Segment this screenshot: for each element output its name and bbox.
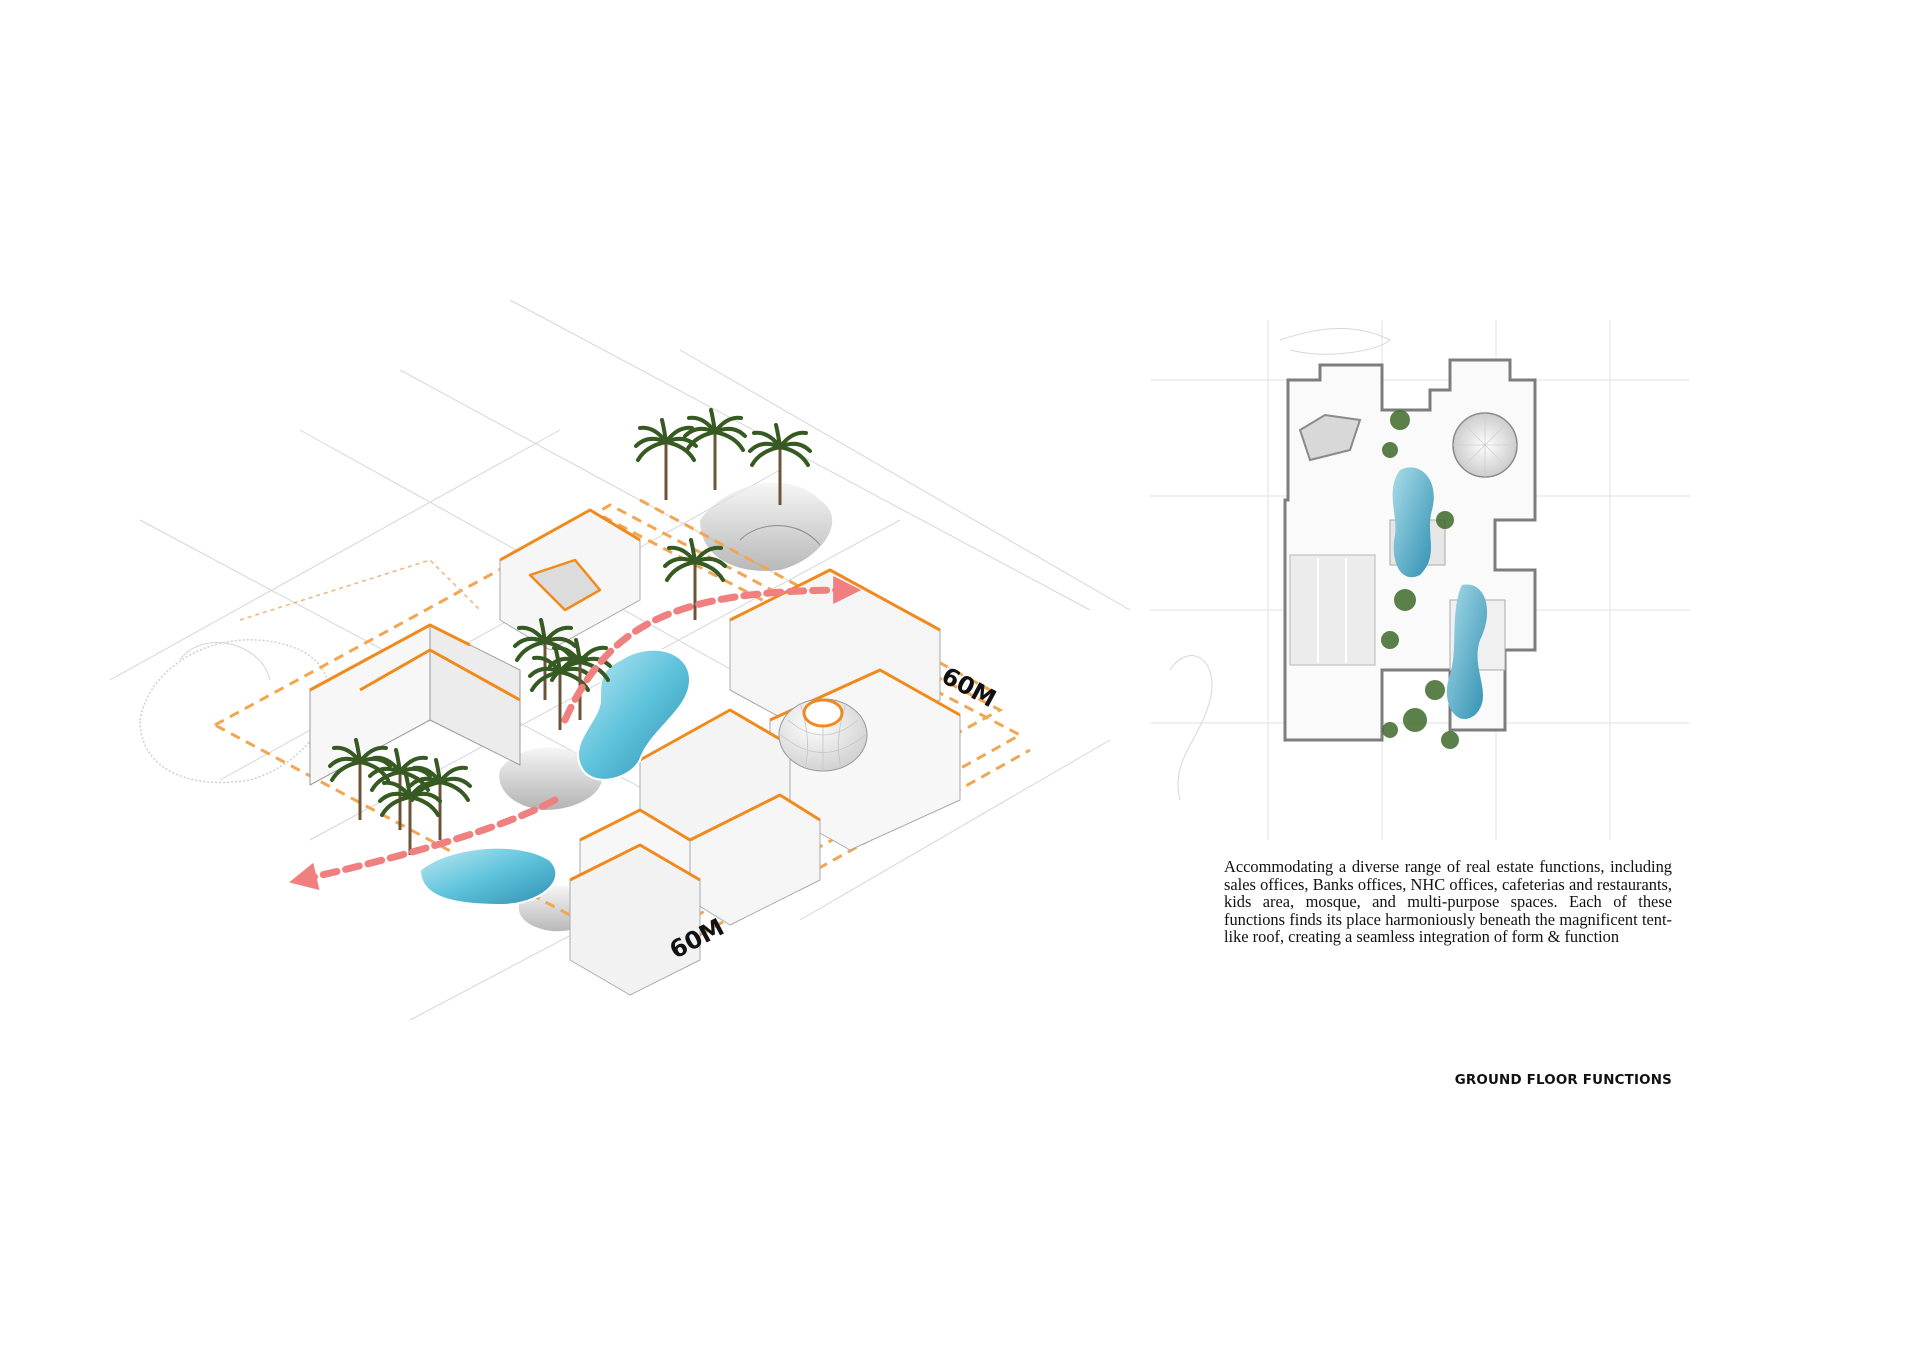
dimension-label-right: 60M (937, 662, 1001, 714)
building-volumes (309, 508, 961, 996)
ground-floor-plan (1150, 320, 1690, 840)
project-description: Accommodating a diverse range of real es… (1224, 857, 1672, 947)
plan-water (1392, 467, 1488, 720)
water-features (418, 648, 692, 907)
section-title: GROUND FLOOR FUNCTIONS (1454, 1073, 1672, 1088)
plan-terrain (1169, 328, 1391, 801)
mosque-dome (778, 698, 868, 772)
site-boundary-thin (239, 559, 481, 621)
plan-vegetation (1381, 410, 1459, 749)
circulation-arrows (289, 576, 862, 891)
